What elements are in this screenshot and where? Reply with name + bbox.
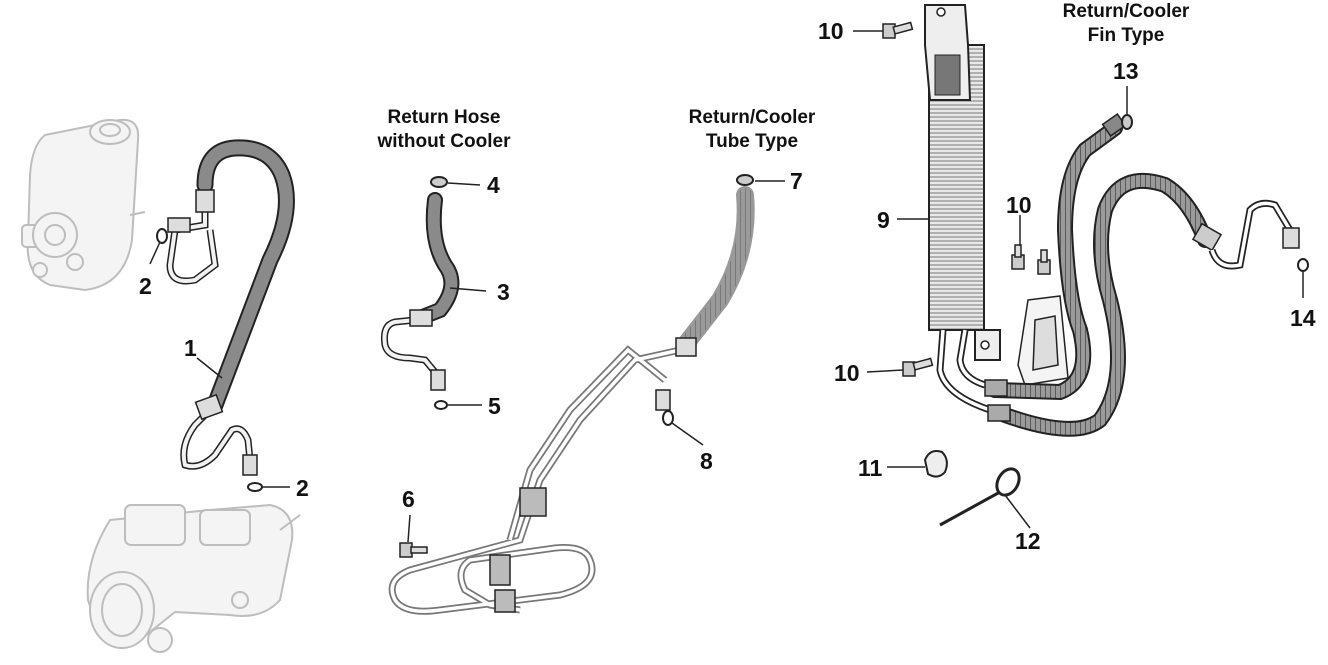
heading-return-cooler-fin-type: Return/Cooler Fin Type <box>1046 0 1206 48</box>
hose-clamp-4 <box>430 176 448 188</box>
heading-line: Return/Cooler <box>1062 1 1190 22</box>
callout-11: 11 <box>858 455 883 481</box>
clip-11 <box>923 450 948 478</box>
bracket <box>1017 295 1069 386</box>
heading-return-hose-without-cooler: Return Hose without Cooler <box>366 106 522 154</box>
o-ring-2-lower <box>247 482 263 492</box>
hose-clamp-13 <box>1121 114 1133 130</box>
callout-6: 6 <box>402 486 415 512</box>
heading-line: without Cooler <box>377 131 511 152</box>
bolts-10-middle <box>1011 244 1051 275</box>
callout-12: 12 <box>1015 528 1041 554</box>
hose-clamp-7 <box>736 174 754 186</box>
pressure-hose <box>166 139 295 476</box>
callout-8: 8 <box>700 448 713 474</box>
return-hose <box>381 192 460 391</box>
callout-13: 13 <box>1113 58 1139 84</box>
corrugated-hose-upper <box>987 113 1127 401</box>
o-ring-2-upper <box>156 228 168 244</box>
heading-return-cooler-tube-type: Return/Cooler Tube Type <box>672 106 832 154</box>
callout-10-middle: 10 <box>1006 192 1032 218</box>
bolt-6 <box>399 542 428 558</box>
tube-cooler <box>388 186 755 615</box>
bolt-10-top <box>882 21 914 39</box>
callout-2-lower: 2 <box>296 475 309 501</box>
callout-1: 1 <box>184 335 197 361</box>
steering-gear <box>86 503 301 653</box>
cable-tie-12 <box>939 467 1021 527</box>
heading-line: Fin Type <box>1087 25 1165 46</box>
power-steering-pump <box>21 118 146 292</box>
callout-3: 3 <box>497 279 510 305</box>
bolt-10-bottom <box>902 357 934 377</box>
callout-5: 5 <box>488 393 501 419</box>
corrugated-hose-lower <box>984 172 1300 437</box>
heading-line: Return/Cooler <box>688 107 816 128</box>
callout-10-top: 10 <box>818 18 844 44</box>
callout-4: 4 <box>487 172 500 198</box>
fin-cooler <box>924 4 1001 414</box>
callout-9: 9 <box>877 207 890 233</box>
callout-2-upper: 2 <box>139 273 152 299</box>
callout-14: 14 <box>1290 305 1316 331</box>
heading-line: Tube Type <box>705 131 799 152</box>
leader-lines <box>149 30 1304 543</box>
callout-7: 7 <box>790 168 803 194</box>
heading-line: Return Hose <box>387 107 501 128</box>
callout-10-bottom: 10 <box>834 360 860 386</box>
o-ring-8 <box>662 410 674 426</box>
o-ring-5 <box>434 400 448 410</box>
o-ring-14 <box>1297 258 1309 272</box>
